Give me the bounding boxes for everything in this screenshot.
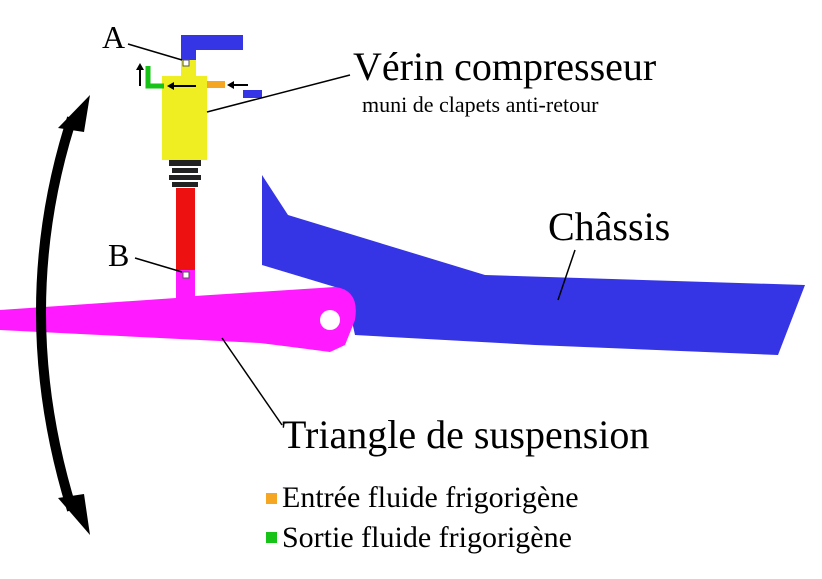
motion-arrow-head-top [58, 95, 90, 132]
suspension-arm-shape [0, 270, 356, 352]
bellows-spring [169, 160, 201, 187]
point-a-marker [182, 59, 190, 67]
motion-arrow-head-bottom [58, 494, 90, 535]
cylinder-body [162, 76, 207, 160]
label-cylinder-subtitle: muni de clapets anti-retour [362, 92, 599, 117]
outlet-arrow-head [136, 63, 144, 70]
fluid-outlet-pipe [145, 66, 164, 89]
inlet-arrow-head [227, 81, 234, 89]
label-cylinder-title: Vérin compresseur [353, 44, 656, 89]
label-point-b: B [108, 237, 129, 273]
piston-rod [176, 188, 195, 270]
leader-arm [221, 337, 283, 426]
legend-outlet-label: Sortie fluide frigorigène [282, 521, 572, 554]
point-b-marker [182, 271, 190, 279]
leader-chassis [557, 249, 576, 301]
internal-flow-arrow-head [167, 82, 174, 90]
legend-swatch-outlet [266, 532, 277, 543]
label-chassis: Châssis [548, 204, 670, 249]
label-point-a: A [102, 19, 125, 55]
leader-b [134, 257, 183, 273]
chassis-shape [181, 35, 805, 355]
label-suspension-arm: Triangle de suspension [282, 412, 649, 457]
arm-pivot-hole [320, 310, 340, 330]
leader-cylinder [206, 74, 351, 113]
motion-arc-arrow [36, 116, 77, 512]
legend: Entrée fluide frigorigène Sortie fluide … [266, 481, 579, 554]
leader-a [127, 43, 183, 61]
legend-swatch-inlet [266, 493, 277, 504]
legend-inlet-label: Entrée fluide frigorigène [282, 481, 579, 514]
fluid-inlet-pipe [207, 81, 225, 88]
